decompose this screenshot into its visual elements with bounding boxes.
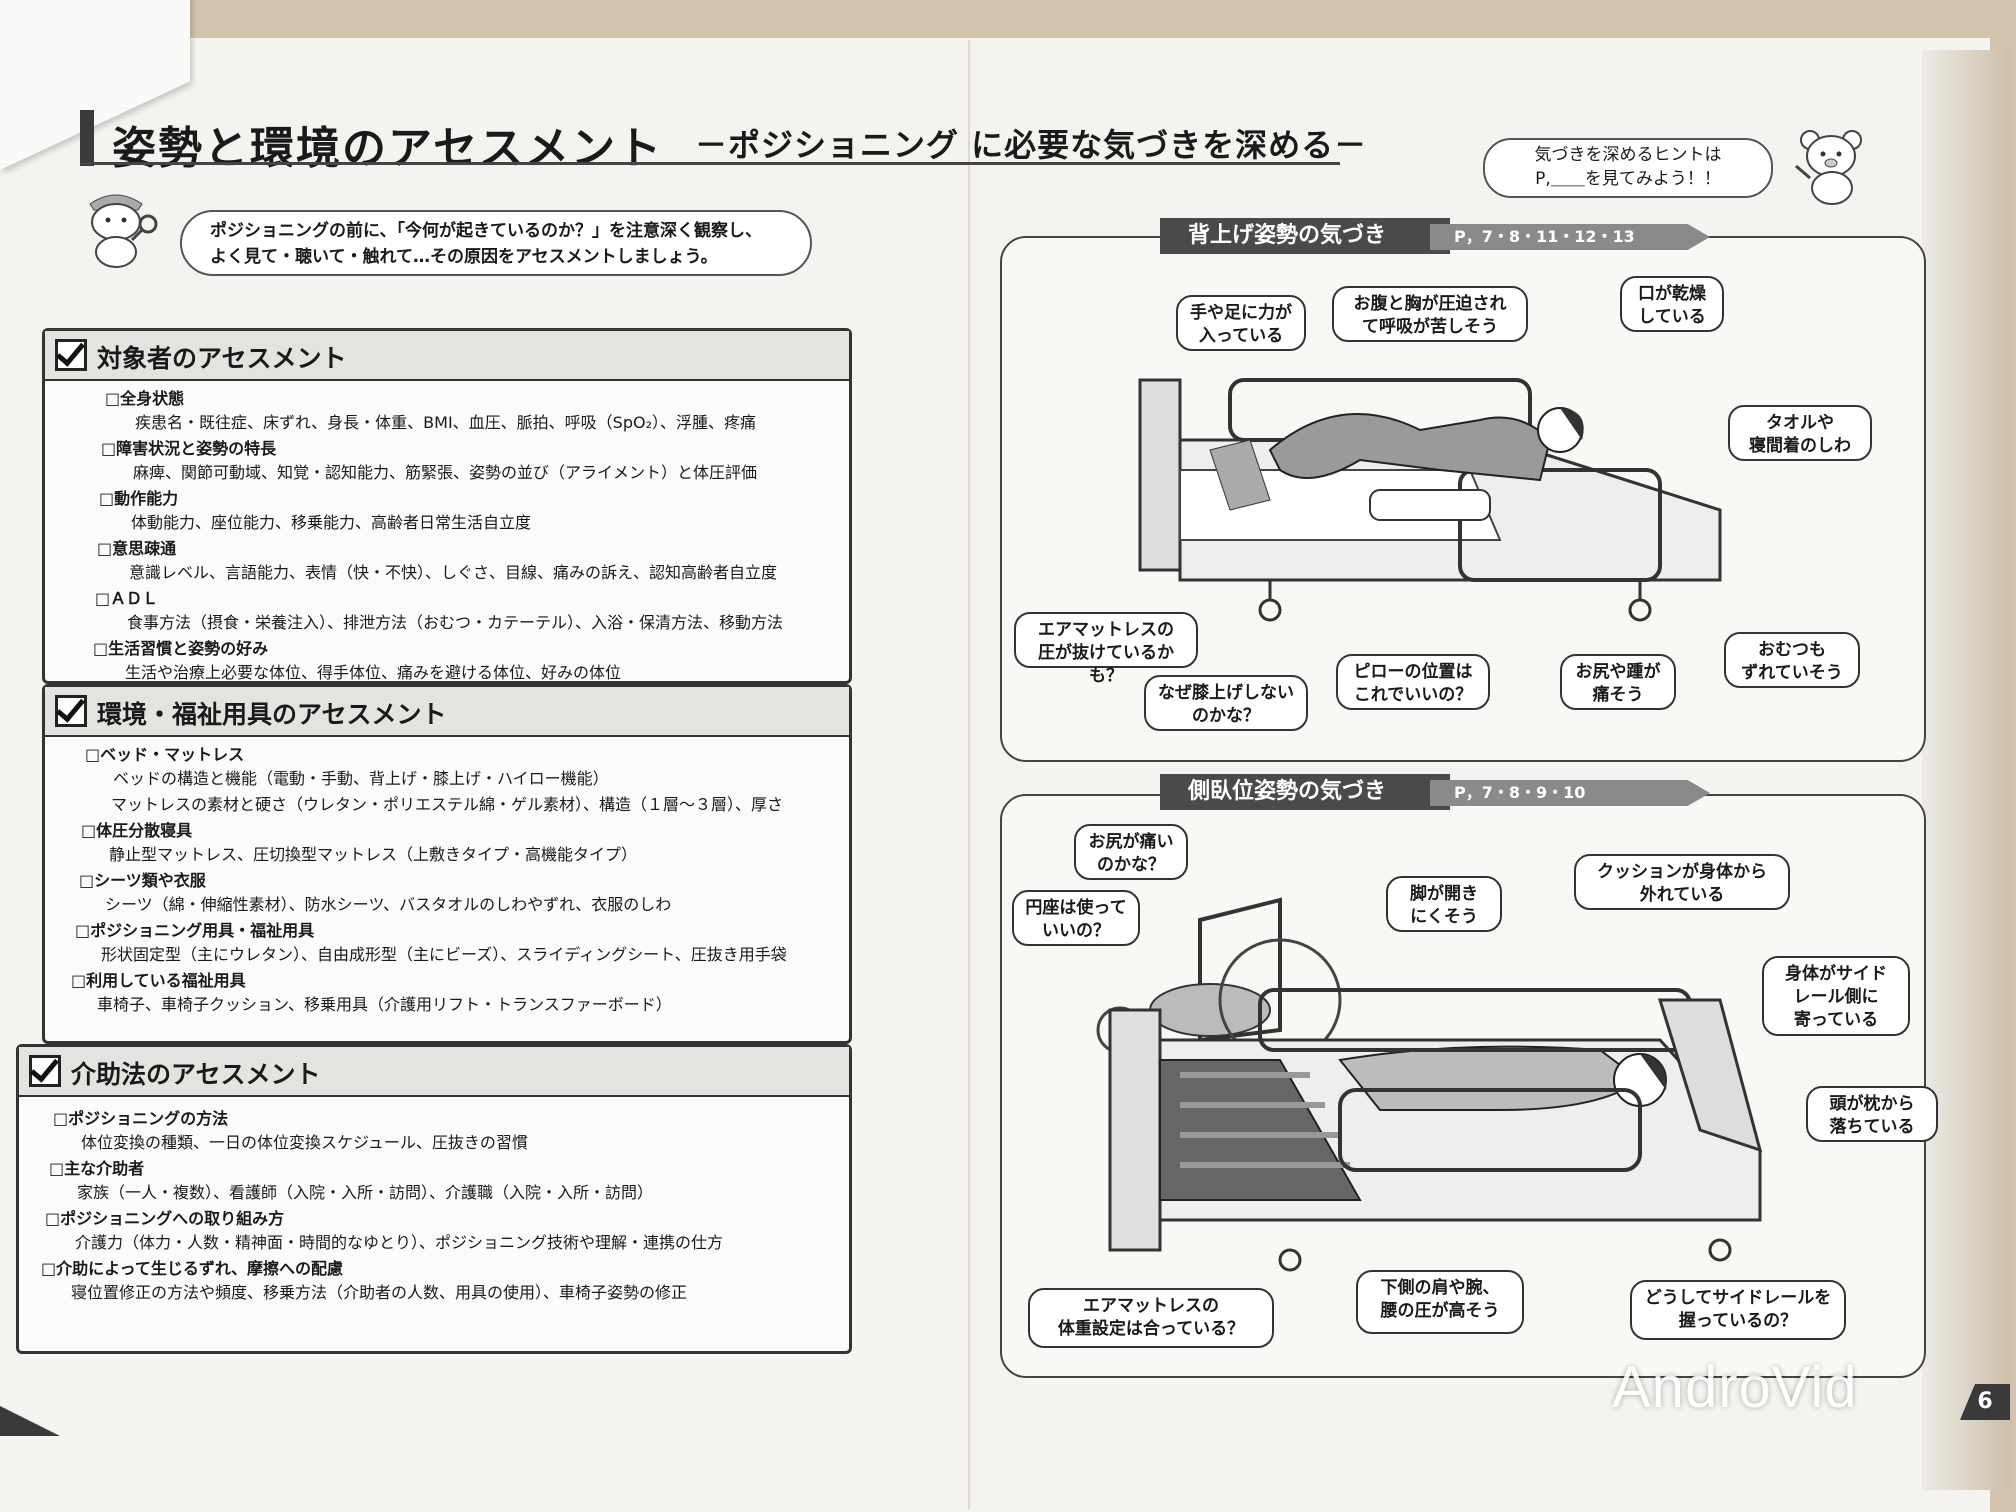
panel-pages: P，7・8・9・10 [1430, 780, 1710, 806]
subject-assessment-section: 対象者のアセスメント □全身状態 疾患名・既往症、床ずれ、身長・体重、BMI、血… [42, 328, 852, 684]
callout: クッションが身体から 外れている [1574, 854, 1790, 910]
item-title: □全身状態 [105, 389, 185, 408]
callout: 円座は使って いいの？ [1012, 890, 1140, 946]
title-rule [80, 162, 1340, 165]
item-desc: 体動能力、座位能力、移乗能力、高齢者日常生活自立度 [131, 513, 532, 532]
environment-assessment-section: 環境・福祉用具のアセスメント □ベッド・マットレス ベッドの構造と機能（電動・手… [42, 684, 852, 1044]
page-subtitle: －ポジショニング に必要な気づきを深める－ [695, 126, 1368, 164]
section-heading: 介助法のアセスメント [19, 1047, 849, 1097]
callout: 下側の肩や腕、 腰の圧が高そう [1356, 1270, 1524, 1334]
checkbox-icon [55, 339, 87, 371]
callout: なぜ膝上げしない のかな？ [1144, 675, 1308, 731]
callout: タオルや 寝間着のしわ [1728, 405, 1872, 461]
callout: ピローの位置は これでいいの？ [1336, 654, 1490, 710]
watermark: AndroVid [1612, 1355, 1858, 1420]
detective-bear-icon [89, 194, 158, 268]
item-desc: 生活や治療上必要な体位、得手体位、痛みを避ける体位、好みの体位 [125, 663, 622, 682]
item-title: □ポジショニング用具・福祉用具 [75, 921, 315, 940]
item-desc: 食事方法（摂食・栄養注入）、排泄方法（おむつ・カテーテル）、入浴・保清方法、移動… [127, 613, 784, 632]
item-desc: 疾患名・既往症、床ずれ、身長・体重、BMI、血圧、脈拍、呼吸（SpO₂）、浮腫、… [135, 413, 756, 432]
page-gutter [968, 40, 970, 1510]
item-title: □生活習慣と姿勢の好み [93, 639, 269, 658]
hint-line-2: P,＿＿を見てみよう！！ [1535, 169, 1721, 189]
side-lying-bed-illustration [1096, 897, 1763, 1272]
callout: エアマットレスの 体重設定は合っている？ [1028, 1288, 1274, 1348]
item-title: □利用している福祉用具 [71, 971, 246, 990]
item-title: □ポジショニングへの取り組み方 [45, 1209, 285, 1228]
item-title: □障害状況と姿勢の特長 [101, 439, 277, 458]
header: 姿勢と環境のアセスメント －ポジショニング に必要な気づきを深める－ [80, 110, 1366, 174]
item-title: □ポジショニングの方法 [53, 1109, 229, 1128]
item-desc: 形状固定型（主にウレタン）、自由成形型（主にビーズ）、スライディングシート、圧抜… [101, 945, 787, 964]
callout: おむつも ずれていそう [1724, 632, 1860, 688]
hint-line-1: 気づきを深めるヒントは [1534, 145, 1722, 165]
checkbox-icon [29, 1055, 61, 1087]
item-title: □意思疎通 [97, 539, 177, 558]
panel-pages: P，7・8・11・12・13 [1430, 224, 1710, 250]
callout: お尻が痛い のかな？ [1074, 824, 1188, 880]
care-method-assessment-section: 介助法のアセスメント □ポジショニングの方法 体位変換の種類、一日の体位変換スケ… [16, 1044, 852, 1354]
section-title: 環境・福祉用具のアセスメント [97, 700, 447, 729]
callout: お腹と胸が圧迫され て呼吸が苦しそう [1332, 286, 1528, 342]
item-list: □ポジショニングの方法 体位変換の種類、一日の体位変換スケジュール、圧抜きの習慣… [19, 1097, 849, 1307]
callout: 口が乾燥 している [1620, 276, 1724, 332]
intro-line-2: よく見て・聴いて・触れて…その原因をアセスメントしましょう。 [210, 247, 718, 267]
callout: エアマットレスの 圧が抜けているかも？ [1014, 612, 1198, 686]
intro-bubble: ポジショニングの前に、「今何が起きているのか？」を注意深く観察し、 よく見て・聴… [180, 210, 812, 276]
section-heading: 対象者のアセスメント [45, 331, 849, 381]
item-desc: 麻痺、関節可動域、知覚・認知能力、筋緊張、姿勢の並び（アライメント）と体圧評価 [133, 463, 758, 482]
item-desc: 体位変換の種類、一日の体位変換スケジュール、圧抜きの習慣 [81, 1133, 528, 1152]
bear-mascot-icon [1795, 130, 1862, 205]
item-desc: シーツ（綿・伸縮性素材）、防水シーツ、バスタオルのしわやずれ、衣服のしわ [105, 895, 672, 914]
callout: どうしてサイドレールを 握っているの？ [1630, 1280, 1846, 1340]
page-edge [1922, 50, 2012, 1490]
item-list: □ベッド・マットレス ベッドの構造と機能（電動・手動、背上げ・膝上げ・ハイロー機… [45, 737, 849, 1019]
intro-line-1: ポジショニングの前に、「今何が起きているのか？」を注意深く観察し、 [210, 221, 762, 241]
callout: 手や足に力が 入っている [1176, 295, 1306, 351]
item-title: □ベッド・マットレス [85, 745, 245, 764]
item-desc: 介護力（体力・人数・精神面・時間的なゆとり）、ポジショニング技術や理解・連携の仕… [75, 1233, 724, 1252]
item-desc: 家族（一人・複数）、看護師（入院・入所・訪問）、介護職（入院・入所・訪問） [77, 1183, 654, 1202]
hint-bubble: 気づきを深めるヒントは P,＿＿を見てみよう！！ [1483, 138, 1773, 198]
callout: 身体がサイド レール側に 寄っている [1762, 956, 1910, 1036]
item-desc: 静止型マットレス、圧切換型マットレス（上敷きタイプ・高機能タイプ） [109, 845, 638, 864]
callout: 脚が開き にくそう [1386, 876, 1502, 932]
item-desc: ベッドの構造と機能（電動・手動、背上げ・膝上げ・ハイロー機能） [113, 769, 609, 788]
panel-title: 側臥位姿勢の気づき [1160, 774, 1450, 810]
item-desc: 意識レベル、言語能力、表情（快・不快）、しぐさ、目線、痛みの訴え、認知高齢者自立… [129, 563, 778, 582]
item-desc: マットレスの素材と硬さ（ウレタン・ポリエステル綿・ゲル素材）、構造（１層～３層）… [111, 795, 784, 814]
section-heading: 環境・福祉用具のアセスメント [45, 687, 849, 737]
title-marker [80, 110, 94, 166]
item-title: □主な介助者 [49, 1159, 145, 1178]
page-title: 姿勢と環境のアセスメント [112, 123, 664, 174]
item-desc: 寝位置修正の方法や頻度、移乗方法（介助者の人数、用具の使用）、車椅子姿勢の修正 [71, 1283, 688, 1302]
item-desc: 車椅子、車椅子クッション、移乗用具（介護用リフト・トランスファーボード） [97, 995, 672, 1014]
section-title: 対象者のアセスメント [97, 344, 347, 373]
panel-title: 背上げ姿勢の気づき [1160, 218, 1450, 254]
item-list: □全身状態 疾患名・既往症、床ずれ、身長・体重、BMI、血圧、脈拍、呼吸（SpO… [45, 381, 849, 687]
callout: お尻や踵が 痛そう [1560, 654, 1676, 710]
section-title: 介助法のアセスメント [71, 1060, 321, 1089]
back-raised-bed-illustration [1138, 378, 1722, 622]
item-title: □シーツ類や衣服 [79, 871, 206, 890]
item-title: □動作能力 [99, 489, 179, 508]
item-title: □介助によって生じるずれ、摩擦への配慮 [41, 1259, 343, 1278]
item-title: □ＡＤＬ [95, 589, 159, 608]
item-title: □体圧分散寝具 [81, 821, 193, 840]
callout: 頭が枕から 落ちている [1806, 1086, 1938, 1142]
checkbox-icon [55, 695, 87, 727]
